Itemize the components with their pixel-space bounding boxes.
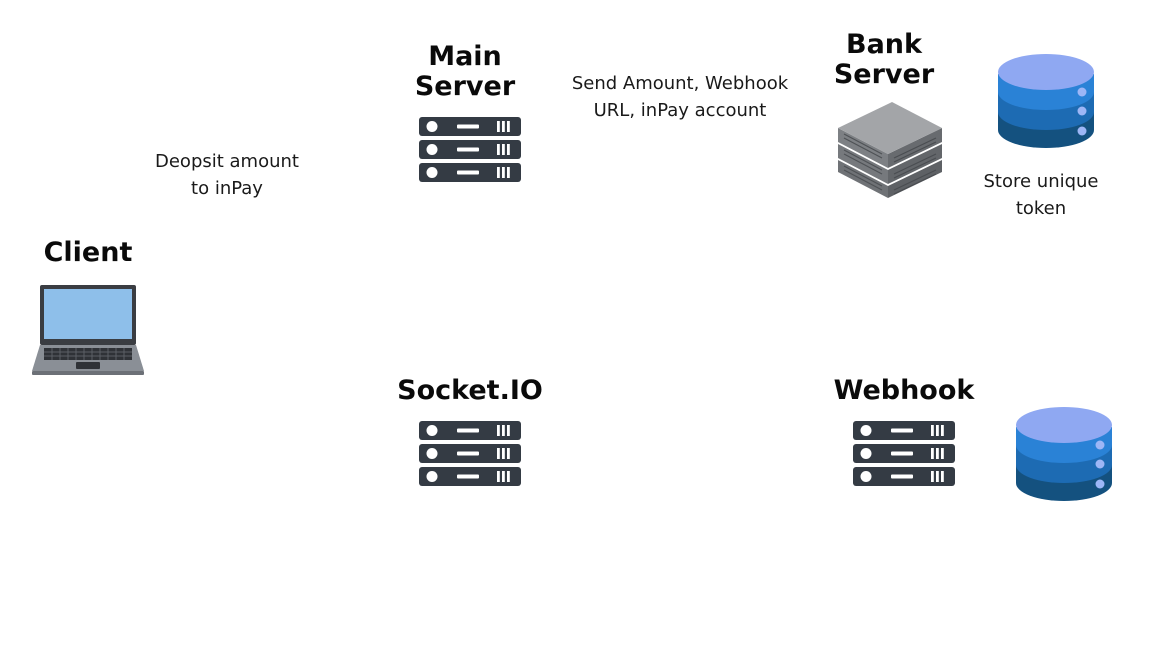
bank-server-title: Bank Server	[820, 30, 948, 90]
deposit-caption: Deopsit amount to inPay	[155, 151, 299, 199]
client-laptop-icon	[32, 285, 144, 375]
bank-server-title-line2: Server	[833, 59, 935, 90]
webhook-database-icon	[1016, 407, 1112, 501]
webhook-server-rack-icon	[853, 421, 955, 486]
bank-server-stack-icon	[838, 102, 942, 198]
main-server-rack-icon	[419, 117, 521, 182]
main-server-title: Main Server	[400, 42, 530, 102]
bank-server-title-line1: Bank	[846, 29, 922, 60]
send-details-caption: Send Amount, Webhook URL, inPay account	[571, 73, 789, 121]
main-server-title-line2: Server	[414, 71, 516, 102]
webhook-title: Webhook	[833, 375, 975, 406]
client-title: Client	[43, 237, 133, 268]
store-token-caption: Store unique token	[983, 171, 1099, 219]
socket-io-title: Socket.IO	[397, 375, 543, 406]
main-server-title-line1: Main	[428, 41, 502, 72]
socket-io-server-rack-icon	[419, 421, 521, 486]
bank-database-icon	[998, 54, 1094, 148]
